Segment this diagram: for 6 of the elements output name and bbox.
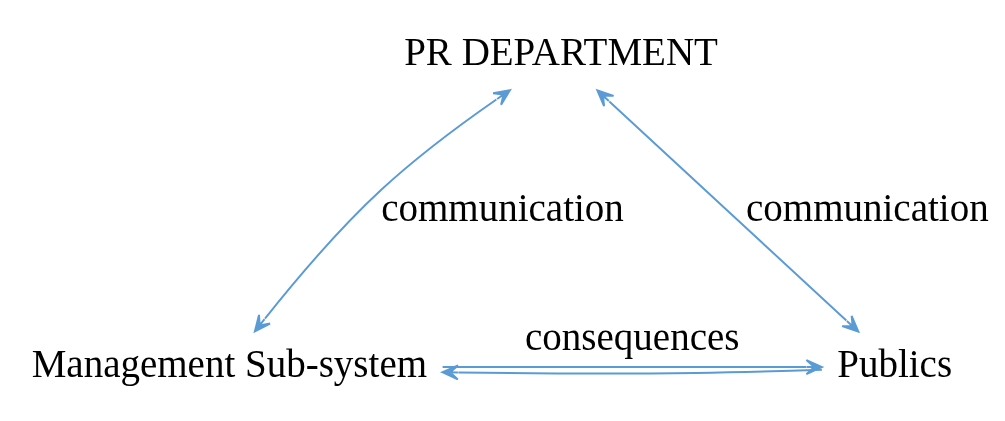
node-text: Management Sub-system xyxy=(31,341,428,385)
node-text: Publics xyxy=(837,341,953,385)
edge-label: consequences xyxy=(525,314,740,358)
node-text: PR DEPARTMENT xyxy=(404,29,718,73)
edge-label: communication xyxy=(746,185,989,229)
edge-label: communication xyxy=(381,185,624,229)
